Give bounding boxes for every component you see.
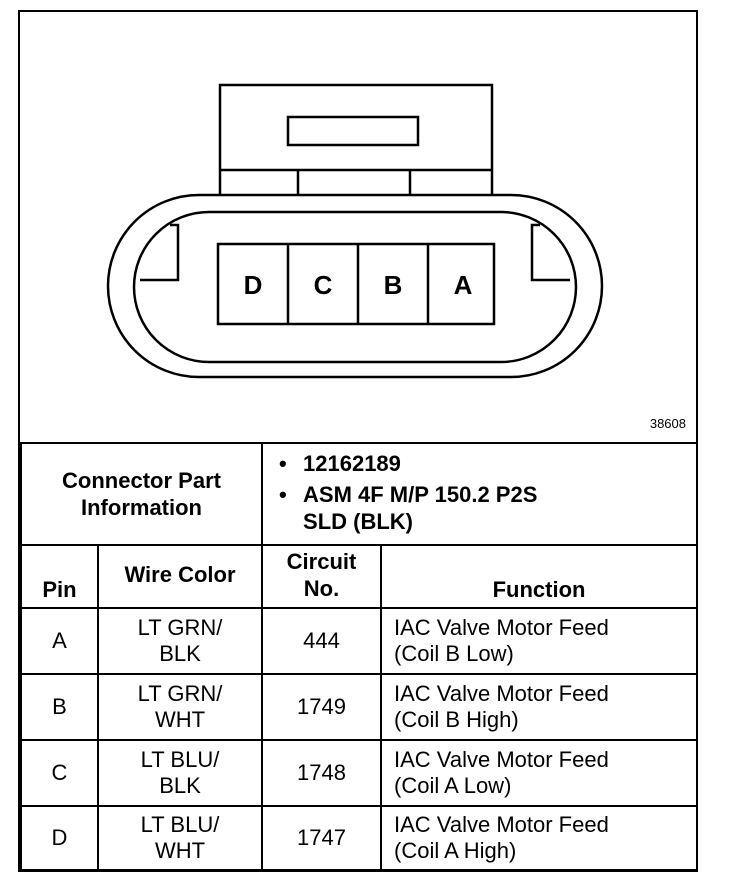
connector-part-info-list: 12162189 ASM 4F M/P 150.2 P2S SLD (BLK) xyxy=(261,442,699,546)
pin-label-c: C xyxy=(313,270,333,300)
circuit-cell: 1747 xyxy=(261,805,383,871)
pin-label-b: B xyxy=(383,270,403,300)
pin-cell: A xyxy=(20,607,99,675)
header-circuit: Circuit No. xyxy=(261,544,383,609)
diagram-id-label: 38608 xyxy=(649,416,686,431)
connector-body-outer xyxy=(106,193,604,379)
part-description: ASM 4F M/P 150.2 P2S SLD (BLK) xyxy=(279,481,696,535)
function-cell: IAC Valve Motor Feed (Coil A Low) xyxy=(380,739,699,807)
header-function: Function xyxy=(380,544,699,609)
function-cell: IAC Valve Motor Feed (Coil B Low) xyxy=(380,607,699,675)
header-row: Pin Wire Color Circuit No. Function xyxy=(20,544,699,609)
connector-drawing xyxy=(106,83,604,379)
header-pin: Pin xyxy=(20,544,99,609)
pin-cell: B xyxy=(20,673,99,741)
connector-body-inner xyxy=(132,210,578,364)
header-wire-color: Wire Color xyxy=(96,544,264,609)
circuit-cell: 1748 xyxy=(261,739,383,807)
circuit-cell: 1749 xyxy=(261,673,383,741)
part-number: 12162189 xyxy=(279,450,696,477)
pin-label-d: D xyxy=(243,270,263,300)
latch-housing xyxy=(218,83,494,199)
pin-cavity-block xyxy=(216,242,496,326)
table-row: A LT GRN/ BLK 444 IAC Valve Motor Feed (… xyxy=(20,607,699,675)
pin-cell: D xyxy=(20,805,99,871)
connector-table: Connector Part Information 12162189 ASM … xyxy=(19,442,699,871)
wire-color-cell: LT GRN/ BLK xyxy=(96,607,264,675)
connector-part-info-label: Connector Part Information xyxy=(19,442,264,546)
table-row: B LT GRN/ WHT 1749 IAC Valve Motor Feed … xyxy=(20,673,699,741)
pin-cell: C xyxy=(20,739,99,807)
wire-color-cell: LT GRN/ WHT xyxy=(96,673,264,741)
table-row: D LT BLU/ WHT 1747 IAC Valve Motor Feed … xyxy=(20,805,699,871)
connector-diagram: D C B A 38608 xyxy=(20,12,696,442)
function-cell: IAC Valve Motor Feed (Coil A High) xyxy=(380,805,699,871)
connector-part-info-row: Connector Part Information 12162189 ASM … xyxy=(19,442,699,546)
table-row: C LT BLU/ BLK 1748 IAC Valve Motor Feed … xyxy=(20,739,699,807)
pin-label-a: A xyxy=(453,270,473,300)
circuit-cell: 444 xyxy=(261,607,383,675)
wire-color-cell: LT BLU/ WHT xyxy=(96,805,264,871)
wire-color-cell: LT BLU/ BLK xyxy=(96,739,264,807)
connector-info-frame: D C B A 38608 Connector Part Information… xyxy=(18,10,699,872)
latch-slot xyxy=(286,115,420,147)
function-cell: IAC Valve Motor Feed (Coil B High) xyxy=(380,673,699,741)
